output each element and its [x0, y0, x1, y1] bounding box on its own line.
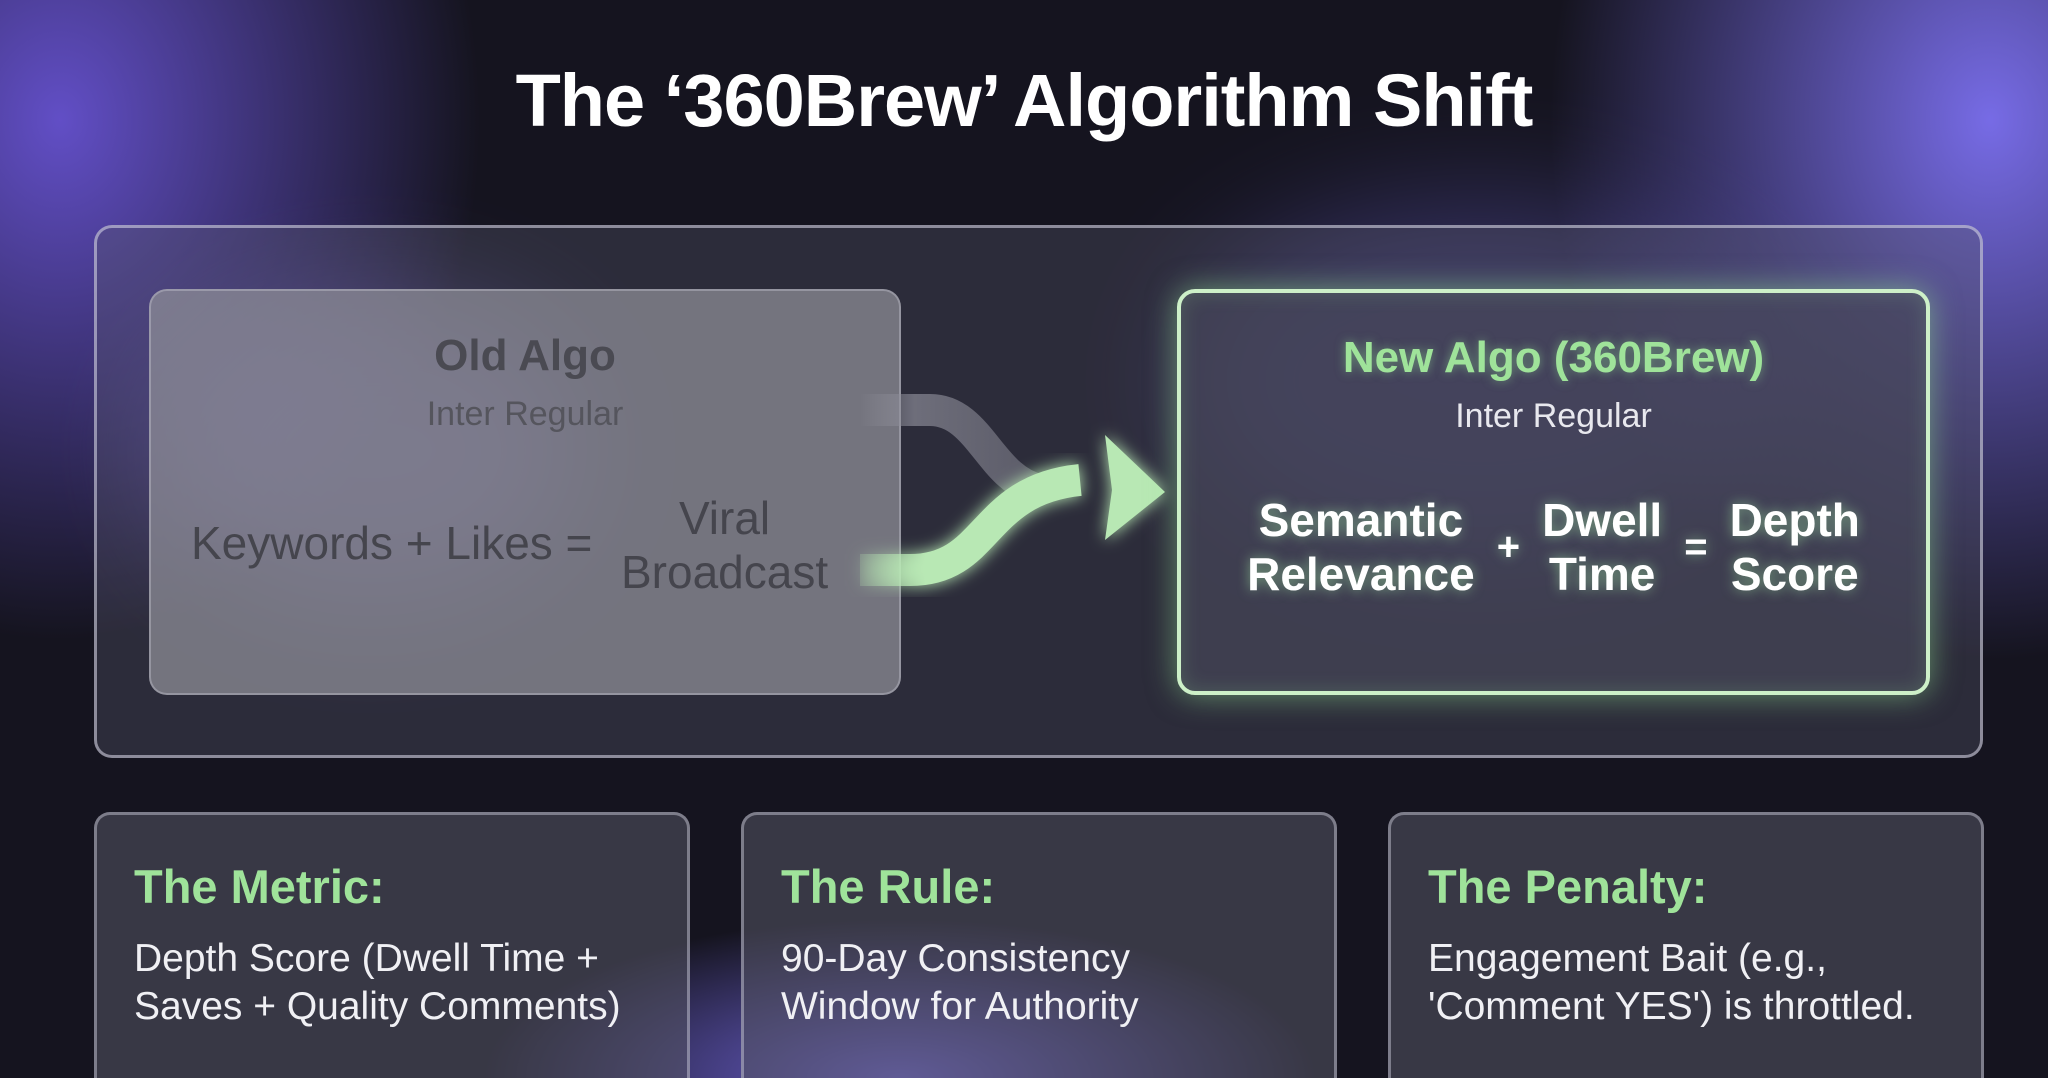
result-line1: Depth — [1729, 494, 1860, 546]
new-algo-box: New Algo (360Brew) Inter Regular Semanti… — [1177, 289, 1930, 695]
card-heading: The Metric: — [134, 860, 385, 913]
card-body: Engagement Bait (e.g., 'Comment YES') is … — [1428, 935, 1915, 1031]
card-line: Saves + Quality Comments) — [134, 985, 621, 1028]
old-algo-subtitle: Inter Regular — [426, 395, 624, 433]
new-algo-subtitle: Inter Regular — [1455, 397, 1652, 435]
old-algo-box: Old Algo Inter Regular Keywords + Likes … — [149, 289, 901, 695]
old-result-line2: Broadcast — [621, 546, 829, 598]
transition-arrow-icon — [860, 394, 1165, 586]
card-body: Depth Score (Dwell Time + Saves + Quality… — [134, 935, 621, 1031]
slide-title: The ‘360Brew’ Algorithm Shift — [515, 59, 1534, 142]
card-line: Window for Authority — [781, 985, 1139, 1028]
new-algo-title: New Algo (360Brew) — [1342, 333, 1765, 382]
card-line: Engagement Bait (e.g., — [1428, 937, 1827, 980]
result-line2: Score — [1730, 548, 1859, 600]
term2-line2: Time — [1548, 548, 1656, 600]
equals-sign: = — [1684, 525, 1708, 569]
card-line: 'Comment YES') is throttled. — [1428, 985, 1915, 1028]
card-metric: The Metric: Depth Score (Dwell Time + Sav… — [94, 812, 690, 1078]
card-heading: The Rule: — [781, 860, 996, 913]
old-result-line1: Viral — [678, 492, 771, 544]
term2-line1: Dwell — [1542, 494, 1663, 546]
card-line: Depth Score (Dwell Time + — [134, 937, 599, 980]
old-algo-title: Old Algo — [434, 331, 616, 380]
card-penalty: The Penalty: Engagement Bait (e.g., 'Comm… — [1388, 812, 1984, 1078]
old-algo-formula: Keywords + Likes = — [191, 517, 593, 569]
card-heading: The Penalty: — [1428, 860, 1708, 913]
old-algo-result: Viral Broadcast — [621, 491, 828, 599]
term1-line1: Semantic — [1258, 494, 1464, 546]
term1-line2: Relevance — [1247, 548, 1475, 600]
card-line: 90-Day Consistency — [781, 937, 1130, 980]
plus-sign: + — [1496, 525, 1521, 569]
